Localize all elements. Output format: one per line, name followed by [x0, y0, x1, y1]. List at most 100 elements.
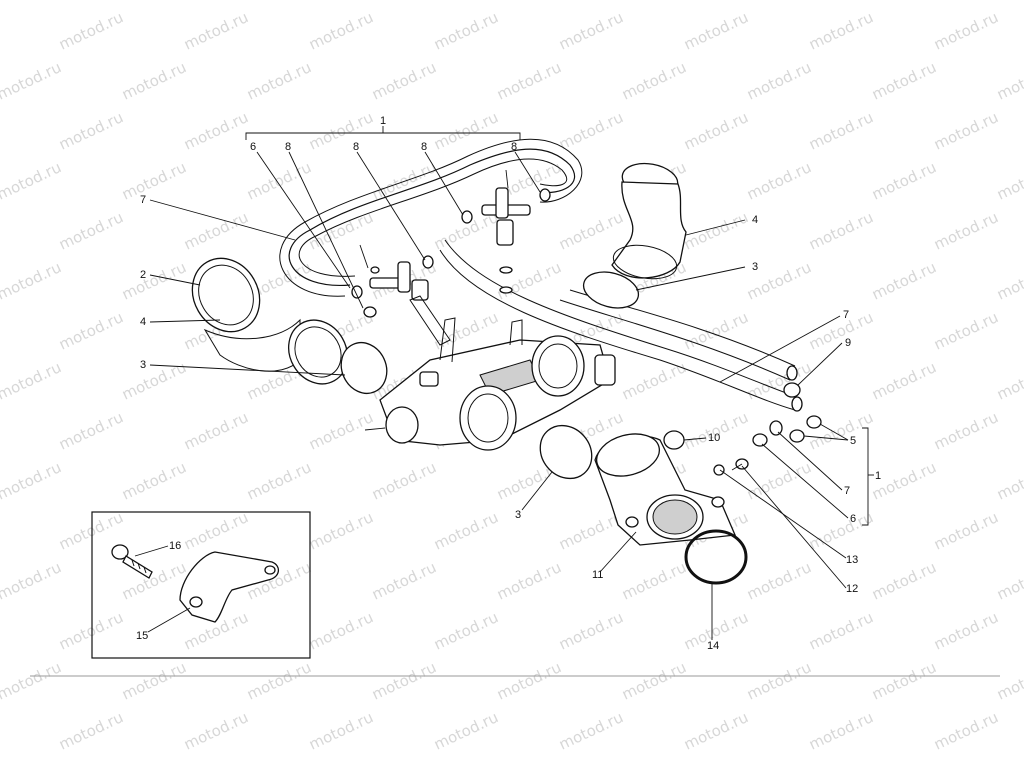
watermark-text: motod.ru: [0, 508, 1, 553]
watermark-text: motod.ru: [306, 708, 376, 753]
label-4: 4: [752, 214, 758, 226]
watermark-text: motod.ru: [869, 0, 939, 4]
watermark-text: motod.ru: [869, 258, 939, 303]
label-8: 8: [285, 141, 291, 153]
watermark-text: motod.ru: [369, 658, 439, 703]
label-7: 7: [843, 309, 849, 321]
watermark-text: motod.ru: [119, 0, 189, 4]
watermark-text: motod.ru: [494, 658, 564, 703]
watermark-text: motod.ru: [681, 408, 751, 453]
watermark-text: motod.ru: [931, 308, 1001, 353]
watermark-text: motod.ru: [0, 708, 1, 753]
label-8: 8: [353, 141, 359, 153]
label-5: 5: [850, 435, 856, 447]
watermark-text: motod.ru: [806, 508, 876, 553]
hose-upper: [288, 148, 576, 286]
watermark-text: motod.ru: [994, 58, 1024, 103]
label-3: 3: [752, 261, 758, 273]
inset-frame: [91, 511, 311, 659]
label-9: 9: [845, 337, 851, 349]
watermark-text: motod.ru: [119, 158, 189, 203]
watermark-text: motod.ru: [244, 58, 314, 103]
cap-6: [752, 433, 768, 447]
watermark-text: motod.ru: [0, 108, 1, 153]
watermark-text: motod.ru: [0, 208, 1, 253]
watermark-text: motod.ru: [681, 108, 751, 153]
watermark-text: motod.ru: [806, 708, 876, 753]
watermark-text: motod.ru: [431, 708, 501, 753]
label-8: 8: [511, 141, 517, 153]
watermark-text: motod.ru: [306, 208, 376, 253]
clip-5b: [789, 429, 805, 443]
watermark-text: motod.ru: [494, 258, 564, 303]
watermark-text: motod.ru: [0, 308, 1, 353]
watermark-text: motod.ru: [181, 408, 251, 453]
watermark-text: motod.ru: [0, 58, 64, 103]
watermark-text: motod.ru: [0, 258, 64, 303]
label-3: 3: [515, 509, 521, 521]
label-7: 7: [140, 194, 146, 206]
watermark-text: motod.ru: [306, 8, 376, 53]
watermark-text: motod.ru: [744, 558, 814, 603]
watermark-text: motod.ru: [994, 458, 1024, 503]
watermark-text: motod.ru: [681, 308, 751, 353]
watermark-text: motod.ru: [931, 208, 1001, 253]
watermark-text: motod.ru: [806, 8, 876, 53]
throttle-body: [379, 317, 616, 451]
watermark-text: motod.ru: [931, 8, 1001, 53]
watermark-text: motod.ru: [744, 58, 814, 103]
clamp-right-upper: [582, 271, 640, 309]
watermark-text: motod.ru: [556, 8, 626, 53]
injector-right: [481, 169, 531, 294]
bracket-15: [179, 551, 279, 623]
oring-14: [684, 529, 748, 585]
watermark-text: motod.ru: [181, 708, 251, 753]
watermark-text: motod.ru: [181, 8, 251, 53]
watermark-text: motod.ru: [369, 58, 439, 103]
watermark-text: motod.ru: [0, 558, 64, 603]
watermark-text: motod.ru: [994, 358, 1024, 403]
watermark-text: motod.ru: [994, 158, 1024, 203]
watermark-text: motod.ru: [306, 408, 376, 453]
label-4: 4: [140, 316, 146, 328]
label-group-1-top: 1: [380, 115, 386, 127]
watermark-text: motod.ru: [0, 0, 64, 4]
watermark-text: motod.ru: [556, 608, 626, 653]
clip-5a: [806, 415, 822, 429]
watermark-text: motod.ru: [931, 708, 1001, 753]
label-7: 7: [844, 485, 850, 497]
watermark-text: motod.ru: [56, 208, 126, 253]
cap-9: [783, 382, 801, 398]
watermark-text: motod.ru: [869, 658, 939, 703]
label-16: 16: [169, 540, 181, 552]
watermark-text: motod.ru: [869, 358, 939, 403]
watermark-text: motod.ru: [994, 0, 1024, 4]
hose-end-7: [769, 420, 783, 436]
intake-rubber-right: [611, 162, 687, 280]
watermark-text: motod.ru: [0, 408, 1, 453]
watermark-text: motod.ru: [56, 708, 126, 753]
watermark-text: motod.ru: [556, 208, 626, 253]
washer-12: [713, 464, 725, 476]
watermark-text: motod.ru: [806, 608, 876, 653]
watermark-text: motod.ru: [931, 608, 1001, 653]
watermark-text: motod.ru: [619, 558, 689, 603]
watermark-text: motod.ru: [994, 658, 1024, 703]
injector-left: [359, 244, 451, 346]
watermark-text: motod.ru: [869, 158, 939, 203]
watermark-text: motod.ru: [556, 708, 626, 753]
label-6: 6: [250, 141, 256, 153]
clamp-left: [340, 342, 388, 394]
watermark-text: motod.ru: [306, 508, 376, 553]
intake-adapter: [594, 433, 736, 546]
watermark-text: motod.ru: [56, 408, 126, 453]
watermark-text: motod.ru: [0, 658, 64, 703]
label-10: 10: [708, 432, 720, 444]
watermark-text: motod.ru: [494, 0, 564, 4]
watermark-text: motod.ru: [681, 208, 751, 253]
label-6: 6: [850, 513, 856, 525]
watermark-text: motod.ru: [181, 208, 251, 253]
watermark-text: motod.ru: [244, 158, 314, 203]
watermark-text: motod.ru: [0, 608, 1, 653]
